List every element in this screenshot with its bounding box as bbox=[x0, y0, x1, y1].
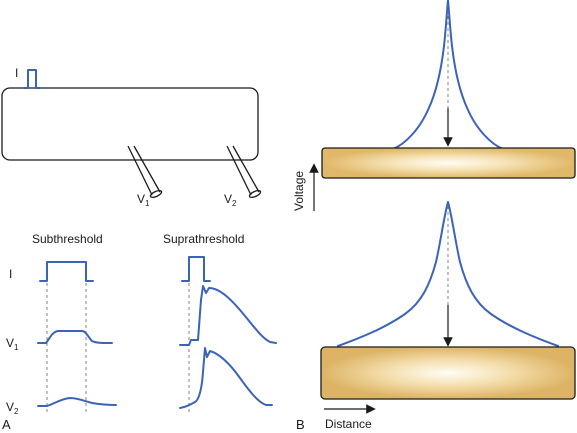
row-label-v1: V bbox=[6, 336, 14, 350]
distance-axis-label: Distance bbox=[325, 417, 372, 431]
suprathreshold-title: Suprathreshold bbox=[163, 232, 244, 246]
panel-b: Voltage Distance B bbox=[292, 0, 576, 432]
subthreshold-title: Subthreshold bbox=[32, 232, 103, 246]
panel-a: I V1 V2 Subthreshold Suprathreshold I V1… bbox=[1, 66, 277, 432]
stimulus-label: I bbox=[15, 66, 18, 80]
lower-cable bbox=[320, 346, 576, 400]
svg-text:V2: V2 bbox=[6, 400, 19, 416]
svg-text:V1: V1 bbox=[137, 192, 150, 208]
row-label-i: I bbox=[9, 267, 12, 281]
sub-v2-trace bbox=[37, 397, 117, 407]
electrode-2-subscript: 2 bbox=[232, 199, 237, 208]
electrode-1: V1 bbox=[127, 145, 163, 208]
electrode-1-subscript: 1 bbox=[145, 199, 150, 208]
svg-text:V2: V2 bbox=[224, 192, 237, 208]
supra-current-trace bbox=[181, 256, 211, 282]
lower-voltage-profile bbox=[337, 201, 559, 347]
sub-v1-trace bbox=[37, 330, 113, 344]
svg-text:V1: V1 bbox=[6, 336, 19, 352]
sub-current-trace bbox=[39, 261, 94, 282]
row-label-v2-subscript: 2 bbox=[14, 407, 19, 416]
row-label-v1-subscript: 1 bbox=[14, 343, 19, 352]
electrode-2-label: V bbox=[224, 192, 232, 206]
neuron-cable bbox=[1, 87, 259, 161]
electrode-1-label: V bbox=[137, 192, 145, 206]
row-label-v2: V bbox=[6, 400, 14, 414]
electrode-2: V2 bbox=[224, 145, 262, 208]
stimulus-pulse bbox=[23, 69, 41, 89]
panel-a-letter: A bbox=[2, 417, 11, 432]
voltage-axis-label: Voltage bbox=[292, 171, 306, 211]
upper-voltage-profile bbox=[392, 0, 504, 150]
upper-cable bbox=[321, 147, 576, 179]
supra-v1-trace bbox=[179, 285, 277, 346]
supra-v2-trace bbox=[179, 347, 273, 409]
panel-b-letter: B bbox=[296, 417, 305, 432]
